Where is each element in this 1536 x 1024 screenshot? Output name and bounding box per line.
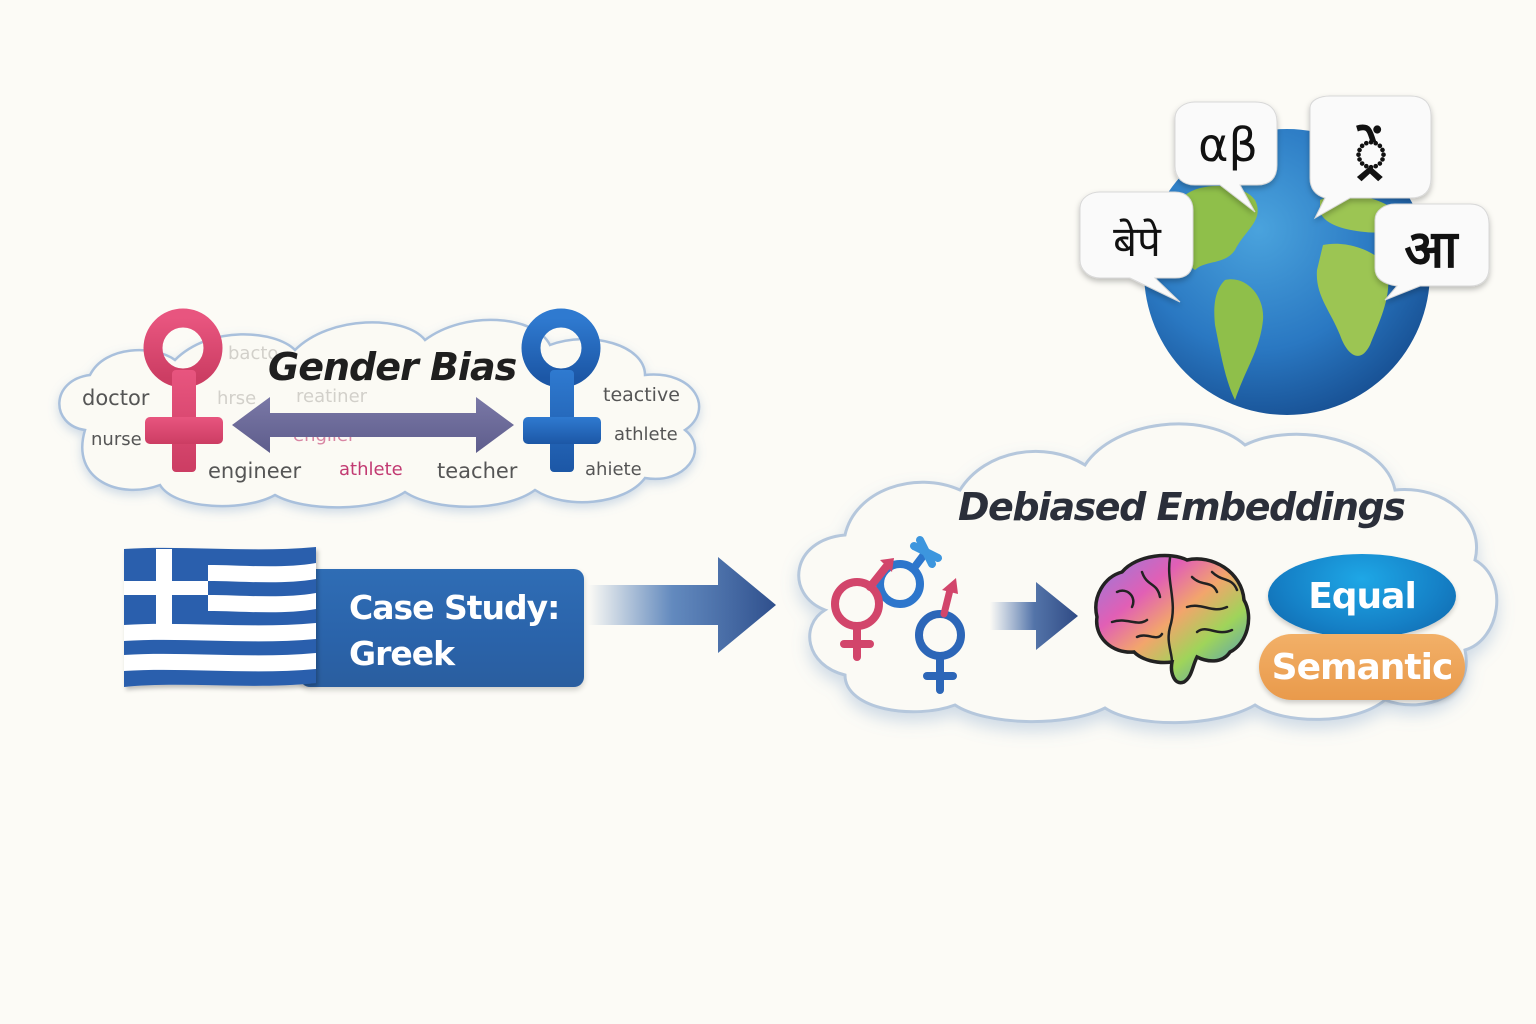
greek-flag-icon <box>124 547 316 687</box>
faint-word: bacto <box>228 343 279 364</box>
globe-languages: αβ ्रें बेपे आ <box>1075 95 1495 420</box>
female-symbol-blue-icon <box>521 308 601 472</box>
bubble-devanagari-2: बेपे <box>1113 217 1161 266</box>
equal-badge: Equal <box>1268 554 1456 638</box>
word-teacher: teacher <box>437 459 518 483</box>
word-engineer: engineer <box>208 459 302 483</box>
gender-symbols-icon <box>831 536 965 694</box>
flow-arrow-icon <box>588 557 776 653</box>
case-study-box <box>300 569 584 687</box>
case-study-label: Case Study: Greek <box>349 585 560 677</box>
small-arrow-icon <box>990 582 1078 650</box>
semantic-badge: Semantic <box>1259 634 1465 700</box>
word-ahiete: ahiete <box>585 459 642 480</box>
brain-icon <box>1094 553 1251 685</box>
globe-icon <box>1079 95 1490 415</box>
word-doctor: doctor <box>82 386 150 410</box>
debiased-embeddings-title: Debiased Embeddings <box>958 485 1406 529</box>
case-study-line2: Greek <box>349 634 455 673</box>
case-study-line1: Case Study: <box>349 588 560 627</box>
word-teactive: teactive <box>603 384 680 406</box>
bubble-greek: αβ <box>1198 118 1258 172</box>
gender-bias-title: Gender Bias <box>268 345 517 389</box>
bubble-devanagari-3: आ <box>1404 220 1458 280</box>
word-athlete: athlete <box>614 424 678 445</box>
word-nurse: nurse <box>91 429 142 450</box>
word-athlete-highlight: athlete <box>339 459 403 480</box>
double-arrow-icon <box>232 397 514 453</box>
female-symbol-icon <box>143 308 223 472</box>
faint-word: hrse <box>217 388 257 409</box>
faint-word: reatiner <box>296 386 368 407</box>
bubble-devanagari-1: ्रें <box>1354 120 1388 185</box>
